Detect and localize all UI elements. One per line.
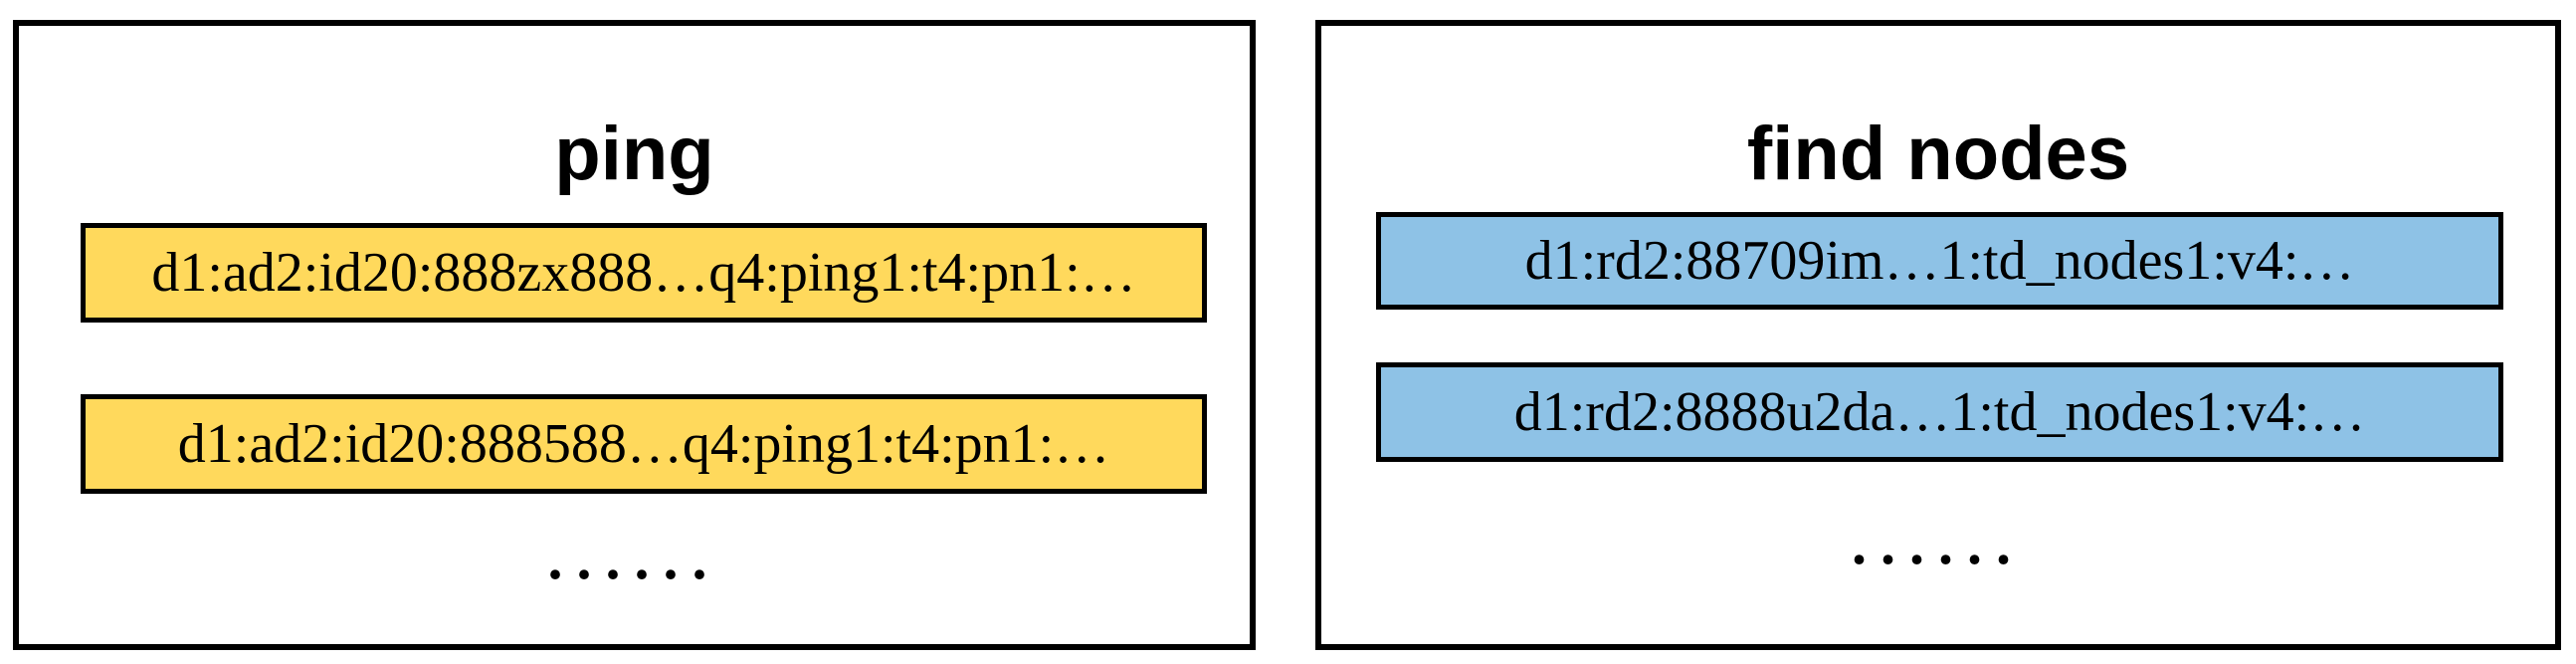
ping-message-2: d1:ad2:id20:888588…q4:ping1:t4:pn1:…: [81, 394, 1207, 494]
ping-panel: ping d1:ad2:id20:888zx888…q4:ping1:t4:pn…: [13, 20, 1256, 650]
find-nodes-panel: find nodes d1:rd2:88709im…1:td_nodes1:v4…: [1315, 20, 2561, 650]
find-nodes-more-indicator: ......: [1852, 511, 2025, 576]
ping-more-indicator: ......: [547, 526, 721, 591]
find-nodes-message-2: d1:rd2:8888u2da…1:td_nodes1:v4:…: [1376, 362, 2503, 462]
ping-message-1: d1:ad2:id20:888zx888…q4:ping1:t4:pn1:…: [81, 223, 1207, 323]
ping-panel-title: ping: [554, 111, 714, 197]
find-nodes-panel-title: find nodes: [1746, 111, 2130, 197]
find-nodes-message-1: d1:rd2:88709im…1:td_nodes1:v4:…: [1376, 212, 2503, 310]
